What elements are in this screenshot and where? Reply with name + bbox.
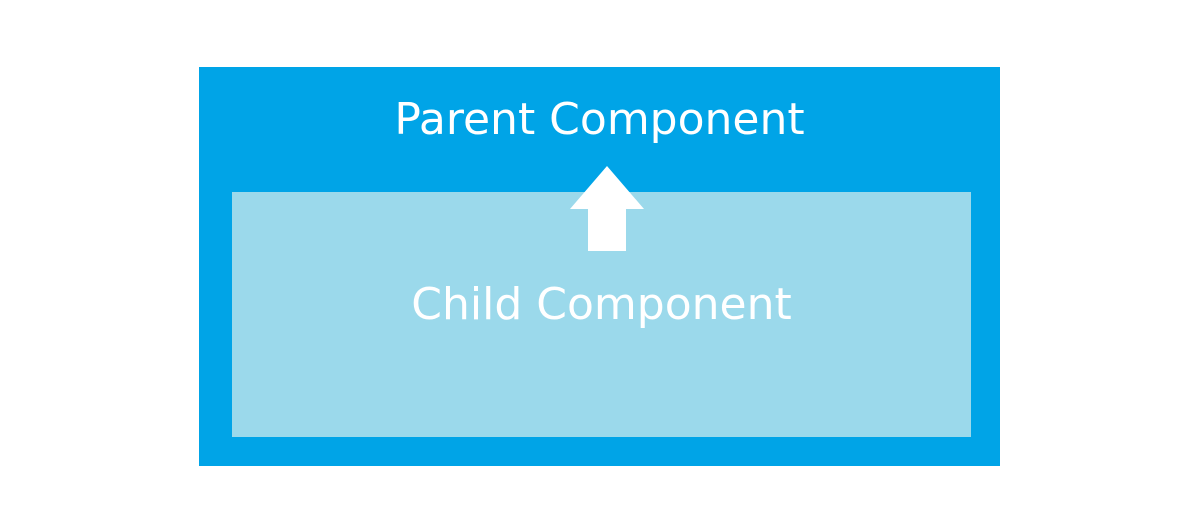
parent-component-label: Parent Component bbox=[394, 94, 805, 145]
child-component-box: Child Component bbox=[232, 192, 971, 437]
child-component-label: Child Component bbox=[411, 279, 792, 330]
arrow-shape bbox=[570, 166, 644, 251]
arrow-up-icon bbox=[570, 166, 644, 251]
